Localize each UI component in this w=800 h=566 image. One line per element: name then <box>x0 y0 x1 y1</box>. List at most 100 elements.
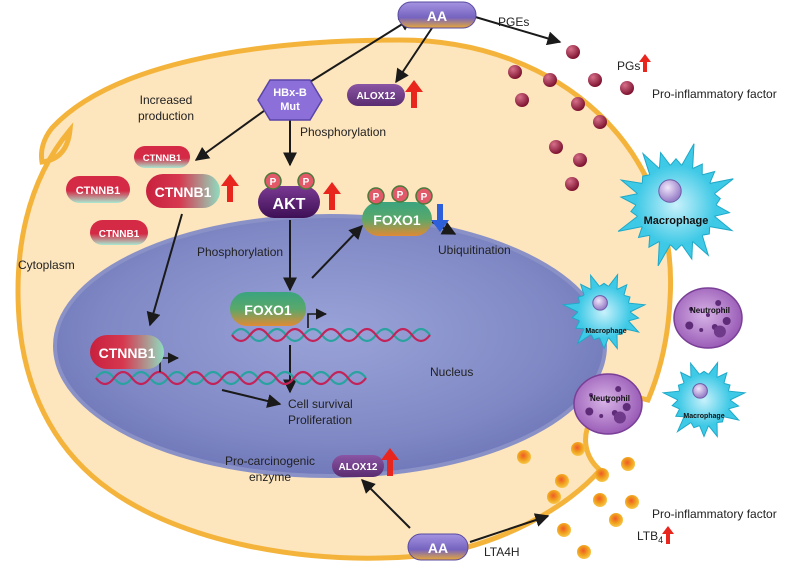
alox12-bottom-up-arrow <box>381 448 399 476</box>
immune-cells <box>561 143 747 438</box>
dna-strand-b <box>95 370 367 386</box>
ctnnb1-nuclear-node: CTNNB1 <box>90 335 164 369</box>
ltb4-dot <box>555 474 569 488</box>
ctnnb1-b-pill <box>66 176 130 203</box>
foxo1-cyto-pill <box>362 202 432 236</box>
foxo1-p-label-1: P <box>373 192 380 203</box>
ctnnb1-c-node: CTNNB1 <box>90 220 148 245</box>
hbx-label-2: Mut <box>280 101 300 113</box>
arrow-hbx-to-aa <box>304 17 414 86</box>
ctnnb1-b-node: CTNNB1 <box>66 176 130 203</box>
increased-production-label-1: Increased <box>140 93 193 107</box>
ctnnb1-c-label: CTNNB1 <box>99 229 140 240</box>
akt-p-label-2: P <box>303 177 310 188</box>
neutrophil-2-label: Neutrophil <box>590 394 630 403</box>
arrow-ctnnb1-to-nucleus <box>146 213 183 327</box>
pro-inflammatory-top-label: Pro-inflammatory factor <box>652 87 777 101</box>
neutrophil-1-granule <box>706 313 710 317</box>
akt-label: AKT <box>273 196 306 213</box>
macrophage-big-nucleus <box>658 179 682 203</box>
ltb4-label: LTB4 <box>637 529 663 545</box>
pro-inflammatory-bottom-label: Pro-inflammatory factor <box>652 507 777 521</box>
macrophage-small-2-nucleus <box>692 383 708 399</box>
ltb4-dot <box>595 468 609 482</box>
arrow-hbx-to-ctnnb1 <box>194 107 269 161</box>
pg-dot <box>543 73 557 87</box>
dna-strand-a <box>95 370 367 386</box>
ctnnb1-b-label: CTNNB1 <box>76 185 121 197</box>
neutrophil-1-body <box>673 287 743 349</box>
neutrophil-2-body <box>573 373 643 435</box>
pg-dot <box>588 73 602 87</box>
macrophage-big-body <box>636 165 716 245</box>
neutrophil-1-granule <box>715 300 722 306</box>
macrophage-small-1 <box>561 273 647 350</box>
foxo1-p-badge-3 <box>415 187 433 205</box>
macrophage-small-1-label: Macrophage <box>585 328 626 335</box>
macrophage-small-2-label: Macrophage <box>683 413 724 420</box>
ltb4-dot <box>609 513 623 527</box>
alox12-bottom-node: ALOX12 <box>332 448 399 477</box>
arrow-aa-to-alox12-bottom <box>361 479 411 529</box>
macrophage-small-1-body <box>578 286 630 338</box>
aa-bottom-label: AA <box>428 540 448 556</box>
alox12-bottom-pill <box>332 455 384 477</box>
ctnnb1-c-pill <box>90 220 148 245</box>
pg-dot <box>566 45 580 59</box>
ltb4-up-arrow <box>662 526 674 544</box>
ctnnb1-nuclear-label: CTNNB1 <box>99 345 156 361</box>
pro-carcinogenic-label-1: Pro-carcinogenic <box>225 454 315 468</box>
foxo1-nuclear-pill <box>230 292 306 326</box>
hbx-label-1: HBx-B <box>273 87 307 99</box>
neutrophil-1-granule <box>722 317 731 325</box>
pro-carcinogenic-label-2: enzyme <box>249 470 291 484</box>
akt-up-arrow <box>323 182 341 210</box>
neutrophil-1-lobe <box>713 325 726 338</box>
ltb4-dot <box>625 495 639 509</box>
pg-dot <box>549 140 563 154</box>
promoter-arrow-foxo1 <box>307 308 328 328</box>
pg-dots <box>508 45 634 191</box>
neutrophil-2-granule <box>599 414 604 418</box>
macrophage-big <box>617 143 734 267</box>
akt-p-badge-2 <box>297 172 315 190</box>
ubiquitination-label: Ubiquitination <box>438 243 511 257</box>
neutrophil-2-granule <box>589 393 593 397</box>
arrow-aa-to-pges <box>471 15 562 46</box>
pgs-up-arrow <box>639 54 651 72</box>
cell-survival-label: Cell survival <box>288 397 353 411</box>
alox12-top-label: ALOX12 <box>357 91 396 102</box>
nucleus-label: Nucleus <box>430 365 473 379</box>
neutrophil-1-label: Neutrophil <box>690 306 730 315</box>
foxo1-cyto-node: FOXO1 P P P <box>362 185 449 236</box>
aa-top-pill <box>397 1 477 29</box>
macrophage-small-2 <box>661 361 747 438</box>
neutrophil-2-lobe <box>613 411 626 424</box>
arrow-foxo1-to-cyto <box>311 224 363 279</box>
foxo1-cyto-label: FOXO1 <box>373 212 421 228</box>
akt-p-label-1: P <box>270 177 277 188</box>
ctnnb1-a-label: CTNNB1 <box>143 153 182 164</box>
neutrophil-2-granule <box>622 403 631 411</box>
proliferation-label: Proliferation <box>288 413 352 427</box>
foxo1-p-label-3: P <box>421 192 428 203</box>
pgs-label: PGs <box>617 59 640 73</box>
cell-labels: Macrophage Macrophage Macrophage Neutrop… <box>585 215 730 420</box>
arrow-aa-to-alox12 <box>395 27 433 84</box>
akt-p-badge-1 <box>264 172 282 190</box>
foxo1-p-badge-2 <box>391 185 409 203</box>
hbx-node: HBx-B Mut <box>257 79 323 121</box>
macrophage-small-2-body <box>678 374 730 426</box>
aa-top-node: AA <box>397 1 477 29</box>
dna-strand-b <box>231 327 431 343</box>
ltb4-dot <box>571 442 585 456</box>
foxo1-nuclear-label: FOXO1 <box>244 302 292 318</box>
akt-node: AKT P P <box>258 172 341 218</box>
neutrophil-2-granule <box>606 399 610 403</box>
arrow-aa-to-ltb4 <box>469 513 550 543</box>
ctnnb1-a-pill <box>134 146 190 168</box>
increased-production-label-2: production <box>138 109 194 123</box>
alox12-bottom-label: ALOX12 <box>339 462 378 473</box>
neutrophil-1-granule <box>699 328 704 332</box>
